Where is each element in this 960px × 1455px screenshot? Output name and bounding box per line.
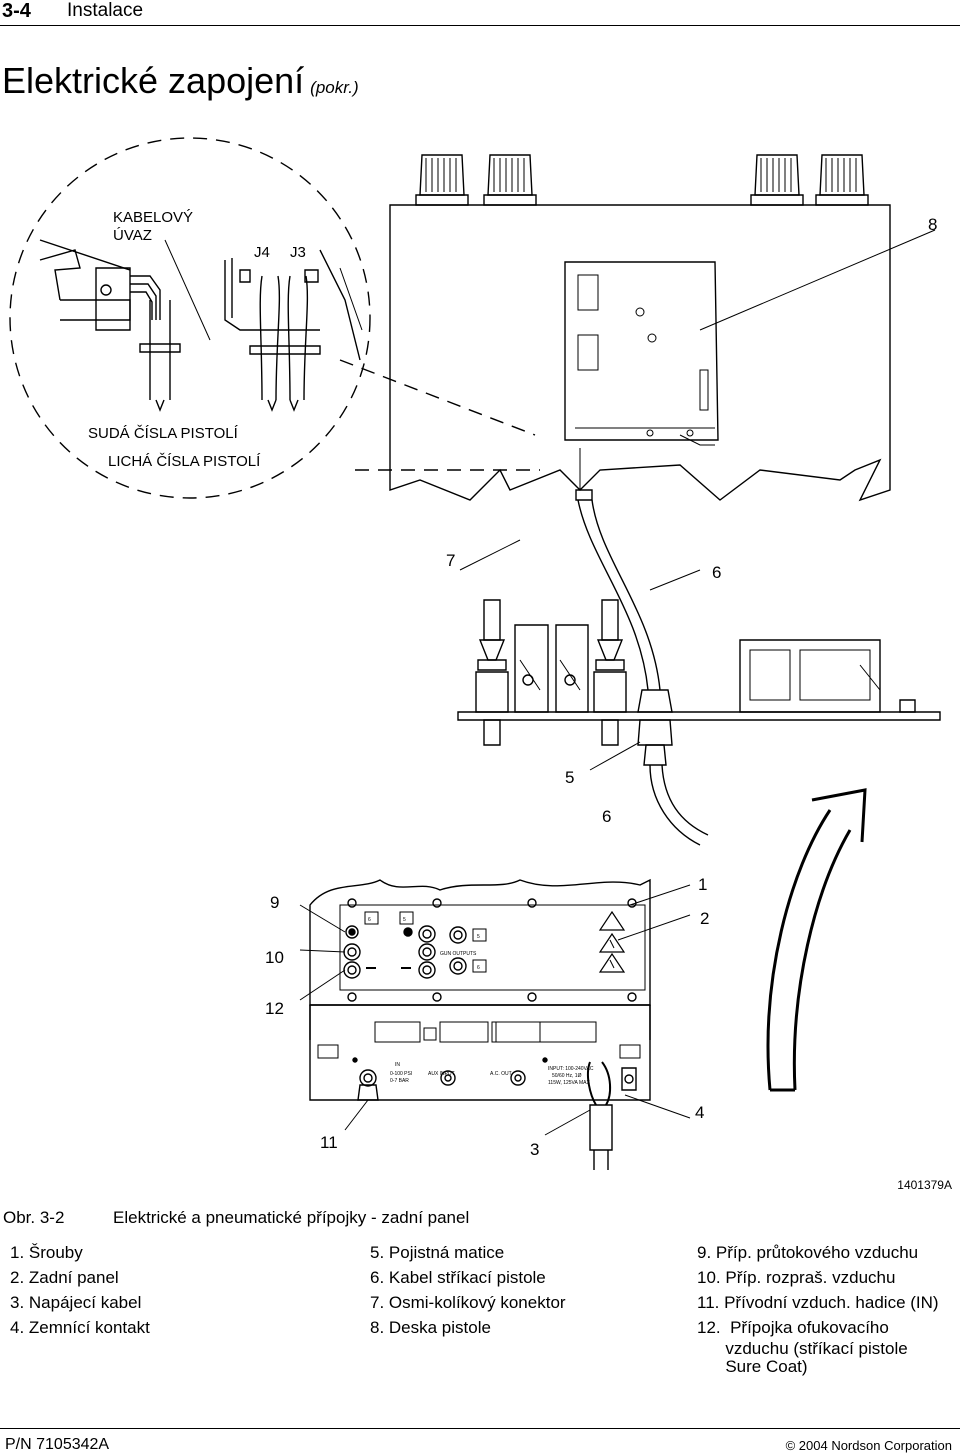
callout-2: 2 [700,909,709,928]
panel-ac-out: A.C. OUT [490,1071,512,1077]
solenoid-valves [514,624,589,713]
figure-caption-number: Obr. 3-2 [3,1208,65,1227]
header-rule [0,25,960,26]
footer-rule [0,1428,960,1429]
back-panel [309,878,651,1170]
callout-12: 12 [265,999,284,1018]
callout-5: 5 [565,768,574,787]
section-number: 3-4 [2,0,31,22]
panel-gun-outputs: GUN OUTPUTS [440,951,477,957]
leader-4 [624,1094,691,1119]
panel-input-2: 50/60 Hz, 1Ø [552,1073,582,1079]
panel-input-1: INPUT: 100-240VAC [548,1066,594,1072]
legend-item: Sure Coat) [697,1357,808,1376]
knob-1 [415,154,469,206]
leader-8 [699,229,936,331]
copyright: © 2004 Nordson Corporation [785,1438,952,1453]
gun-board [564,261,719,446]
knob-3 [750,154,804,206]
legend-item: vzduchu (stříkací pistole [697,1339,908,1358]
knob-2 [483,154,537,206]
leader-10 [299,949,346,953]
panel-box-6: 6 [368,917,371,923]
panel-aux-input: AUX INPUT [428,1071,455,1077]
panel-box-5b: 5 [477,934,480,940]
wiring-diagram: KABELOVÝ ÚVAZ J4 J3 SUDÁ ČÍSLA PISTOLÍ L… [9,137,941,1170]
legend-item: 10. Příp. rozpraš. vzduchu [697,1268,896,1287]
panel-box-5: 5 [403,917,406,923]
part-number: P/N 7105342A [5,1436,110,1453]
callout-9: 9 [270,893,279,912]
leader-9 [299,904,346,933]
callout-1: 1 [698,875,707,894]
leader-1 [629,884,691,906]
figure-caption-text: Elektrické a pneumatické přípojky - zadn… [113,1208,470,1227]
leader-5 [589,741,641,771]
label-j4: J4 [254,244,270,261]
panel-in-2: 0-7 BAR [390,1078,409,1084]
label-suda: SUDÁ ČÍSLA PISTOLÍ [88,425,239,442]
legend-item: 4. Zemnící kontakt [10,1318,150,1337]
legend-item: 2. Zadní panel [10,1268,119,1287]
legend-item: 12. Přípojka ofukovacího [697,1318,889,1337]
air-fitting-left [475,599,509,746]
callout-10: 10 [265,948,284,967]
figure-id: 1401379A [897,1178,952,1192]
callout-8: 8 [928,215,937,234]
detail-leader-upper [339,359,536,436]
callout-6b: 6 [602,807,611,826]
leader-3 [544,1109,591,1136]
panel-in: IN [395,1062,400,1068]
callout-6a: 6 [712,563,721,582]
panel-in-1: 0-100 PSI [390,1071,412,1077]
legend-item: 9. Příp. průtokového vzduchu [697,1243,919,1262]
label-licha: LICHÁ ČÍSLA PISTOLÍ [108,453,261,470]
strain-relief [637,689,709,846]
leader-6a [649,569,701,591]
cabinet-top [389,154,891,691]
page-title-text: Elektrické zapojení [2,60,305,101]
callout-11: 11 [320,1133,338,1152]
leader-12 [299,969,346,1001]
label-kabelovy-uvaz-1: KABELOVÝ [113,209,193,226]
detail-circle [9,137,371,499]
power-supply [739,639,916,713]
legend-item: 6. Kabel stříkací pistole [370,1268,546,1287]
knob-4 [815,154,869,206]
leader-11 [344,1099,369,1131]
legend-col-3: 9. Příp. průtokového vzduchu 10. Příp. r… [697,1240,939,1376]
leader-2 [617,914,691,941]
panel-input-3: 115W, 125VA MAX [548,1080,590,1086]
callout-4: 4 [695,1103,704,1122]
callout-3: 3 [530,1140,539,1159]
legend-item: 8. Deska pistole [370,1318,491,1337]
leader-7 [459,539,521,571]
air-fitting-right [593,599,627,746]
panel-box-6b: 6 [477,965,480,971]
callout-7: 7 [446,551,455,570]
legend-item: 3. Napájecí kabel [10,1293,142,1312]
legend-item: 1. Šrouby [10,1243,83,1262]
legend-col-2: 5. Pojistná matice 6. Kabel stříkací pis… [370,1240,566,1340]
legend-item: 11. Přívodní vzduch. hadice (IN) [697,1293,939,1312]
bottom-plate-section [457,599,941,846]
legend-item: 7. Osmi-kolíkový konektor [370,1293,566,1312]
figure-caption: Obr. 3-2 Elektrické a pneumatické přípojk… [3,1208,469,1228]
panel-screws [347,898,637,1002]
label-j3: J3 [290,244,306,261]
legend-item: 5. Pojistná matice [370,1243,505,1262]
page-title-suffix: (pokr.) [310,78,359,97]
section-title: Instalace [67,0,144,21]
page-title: Elektrické zapojení (pokr.) [2,60,359,102]
rotate-arrow [766,788,867,1092]
legend-col-1: 1. Šrouby 2. Zadní panel 3. Napájecí kab… [10,1240,150,1340]
label-kabelovy-uvaz-2: ÚVAZ [113,227,152,244]
